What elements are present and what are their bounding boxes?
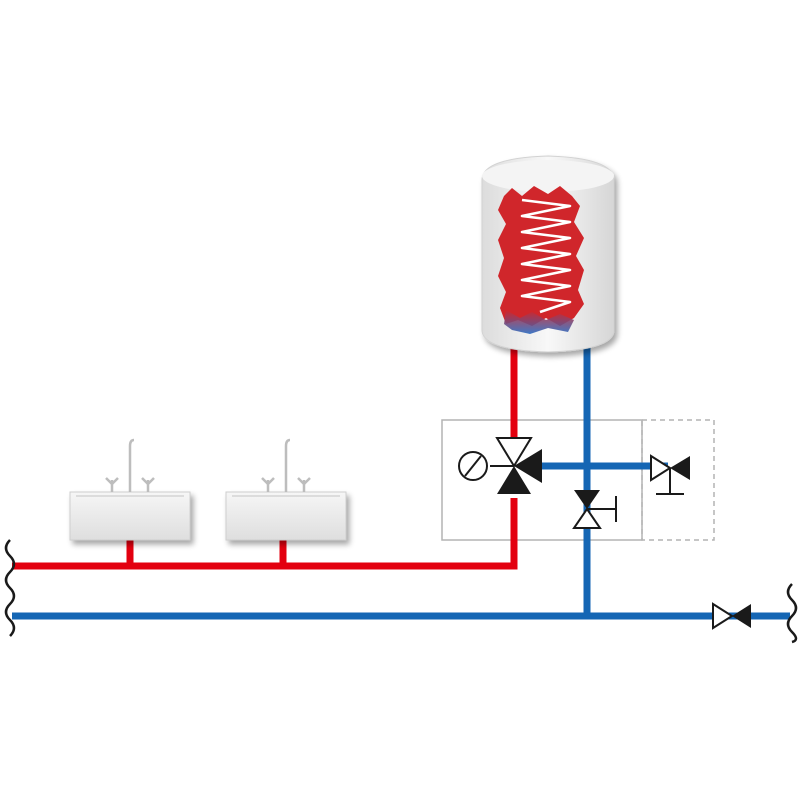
- optional-unit-frame: [641, 419, 715, 541]
- hot-supply-pipe: [12, 345, 518, 570]
- cold-return-pipe: [12, 345, 790, 620]
- circle-slash-icon: [458, 451, 488, 481]
- faucet-icon: [261, 438, 311, 492]
- shutoff-valve-vertical: [572, 490, 617, 529]
- mixing-valve: [490, 437, 542, 494]
- heating-coil: [520, 198, 572, 314]
- faucet-icon: [105, 438, 155, 492]
- tank-cutaway: [498, 186, 584, 334]
- optional-valve: [650, 454, 690, 495]
- sink-1: [69, 438, 191, 541]
- wavy-break-icon: [4, 539, 16, 637]
- main-valve: [712, 602, 751, 630]
- wavy-break-icon: [786, 583, 798, 644]
- sink-2: [225, 438, 347, 541]
